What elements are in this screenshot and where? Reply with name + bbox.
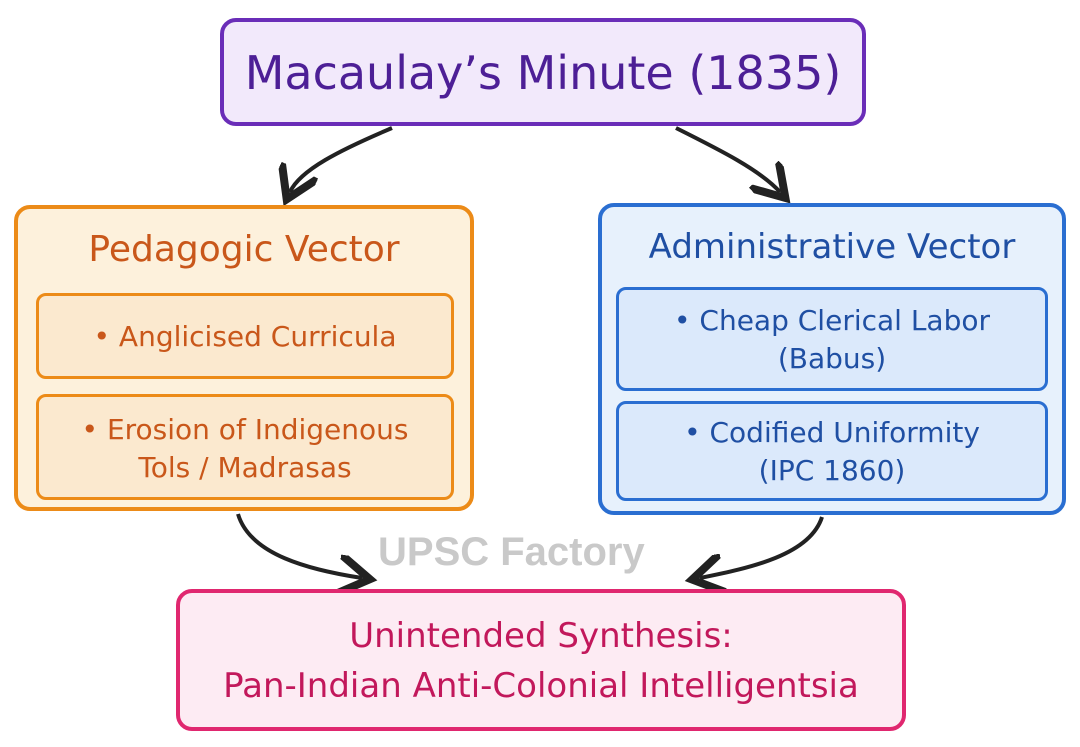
synthesis-subtitle: Pan-Indian Anti-Colonial Intelligentsia xyxy=(223,666,859,706)
pedagogic-item-text: • Erosion of Indigenous xyxy=(81,413,409,446)
pedagogic-item-anglicised-curricula: • Anglicised Curricula xyxy=(36,293,454,379)
macaulay-minute-box: Macaulay’s Minute (1835) xyxy=(220,18,866,126)
administrative-item-clerical-labor: • Cheap Clerical Labor (Babus) xyxy=(616,287,1048,391)
pedagogic-item-erosion-indigenous: • Erosion of Indigenous Tols / Madrasas xyxy=(36,394,454,500)
pedagogic-item-text: • Anglicised Curricula xyxy=(93,320,397,353)
administrative-item-text: • Cheap Clerical Labor xyxy=(673,304,991,337)
arrow-administrative-to-bottom xyxy=(700,516,824,578)
unintended-synthesis-box: Unintended Synthesis: Pan-Indian Anti-Co… xyxy=(176,589,906,731)
arrow-top-to-administrative xyxy=(675,126,780,192)
administrative-vector-box: Administrative Vector • Cheap Clerical L… xyxy=(598,203,1066,515)
administrative-vector-title: Administrative Vector xyxy=(648,227,1016,267)
pedagogic-vector-title: Pedagogic Vector xyxy=(88,229,400,270)
pedagogic-vector-box: Pedagogic Vector • Anglicised Curricula … xyxy=(14,205,474,511)
pedagogic-item-subtext: Tols / Madrasas xyxy=(138,451,352,484)
administrative-item-subtext: (IPC 1860) xyxy=(758,454,906,487)
administrative-item-subtext: (Babus) xyxy=(777,342,887,375)
arrow-top-to-pedagogic xyxy=(290,126,393,192)
administrative-item-codified-uniformity: • Codified Uniformity (IPC 1860) xyxy=(616,401,1048,501)
administrative-item-text: • Codified Uniformity xyxy=(684,416,980,449)
macaulay-minute-title: Macaulay’s Minute (1835) xyxy=(244,46,842,100)
watermark: UPSC Factory xyxy=(378,530,645,574)
arrow-pedagogic-to-bottom xyxy=(236,513,362,578)
synthesis-title: Unintended Synthesis: xyxy=(349,616,733,656)
